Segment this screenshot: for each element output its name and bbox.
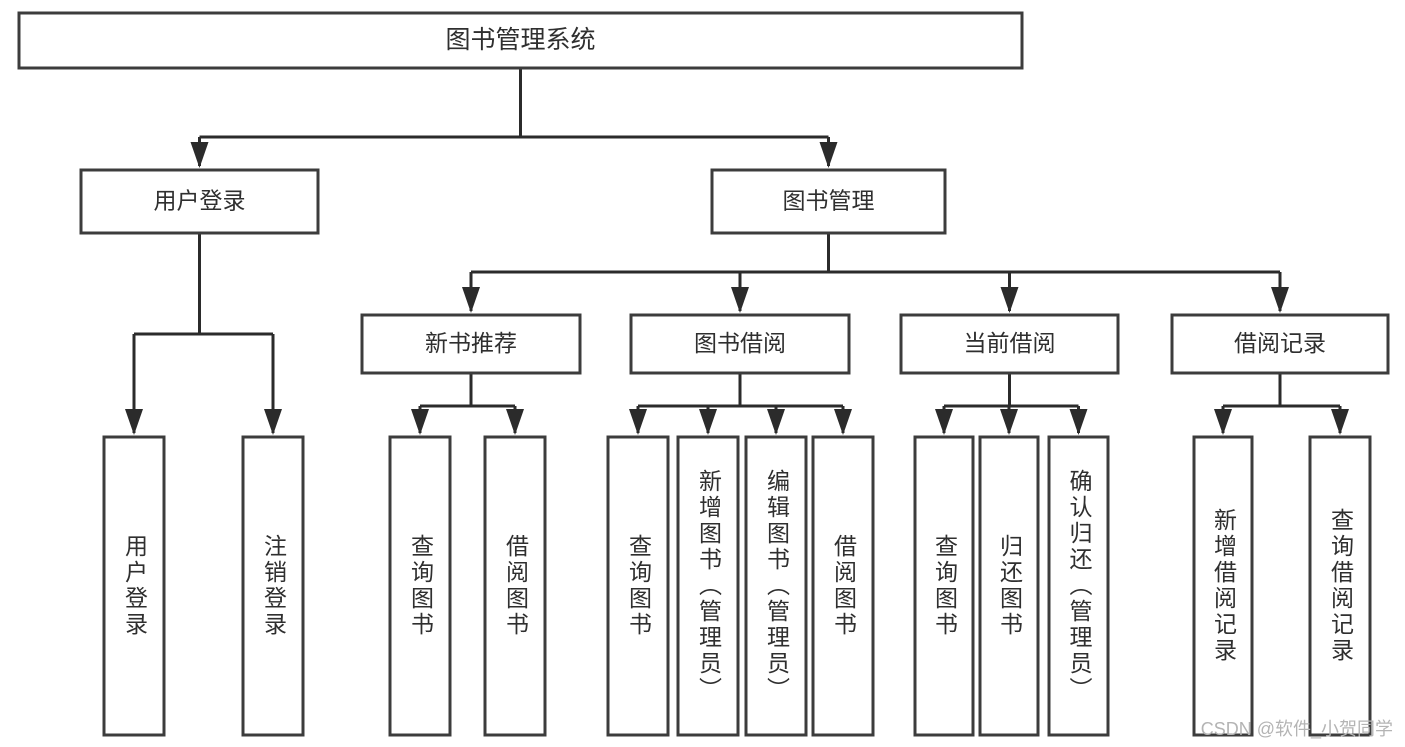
arrow-down-icon [1214,409,1232,435]
node-查询借阅记录[interactable]: 查询借阅记录 [1308,435,1372,737]
node-确认归还管理员-label: 确认归还（管理员） [1066,469,1092,703]
node-用户登录-label: 用户登录 [121,534,148,638]
node-查询借阅记录-label: 查询借阅记录 [1327,508,1354,664]
node-新增借阅记录-box[interactable] [1192,435,1254,737]
node-借阅图书-label-wrap: 借阅图书 [830,534,857,638]
node-借阅图书-box[interactable] [483,435,547,737]
arrow-down-icon [462,287,480,313]
node-确认归还管理员[interactable]: 确认归还（管理员） [1047,435,1110,737]
node-查询图书-label-wrap: 查询图书 [625,534,652,638]
node-图书管理-label: 图书管理 [783,188,875,214]
node-新增借阅记录-label: 新增借阅记录 [1210,508,1237,664]
node-图书管理系统-box[interactable] [17,11,1024,70]
arrow-down-icon [935,409,953,435]
node-查询图书[interactable]: 查询图书 [606,435,670,737]
node-当前借阅-box[interactable] [899,313,1120,375]
node-图书借阅-box[interactable] [629,313,851,375]
node-注销登录[interactable]: 注销登录 [241,435,305,737]
node-用户登录-box[interactable] [102,435,166,737]
arrow-down-icon [767,409,785,435]
node-图书管理系统[interactable]: 图书管理系统 [17,11,1024,70]
node-用户登录-label-wrap: 用户登录 [121,534,148,638]
node-编辑图书管理员-label-wrap: 编辑图书（管理员） [763,469,790,703]
node-新书推荐-box[interactable] [360,313,582,375]
node-注销登录-label-wrap: 注销登录 [260,534,287,638]
node-图书管理系统-label: 图书管理系统 [445,26,595,54]
node-归还图书-box[interactable] [978,435,1040,737]
arrow-down-icon [264,409,282,435]
arrow-down-icon [1000,287,1019,313]
node-layer: 图书管理系统用户登录图书管理新书推荐图书借阅当前借阅借阅记录用户登录注销登录查询… [17,11,1390,737]
node-新书推荐-label: 新书推荐 [425,330,517,356]
node-注销登录-label: 注销登录 [260,534,287,638]
node-查询图书-label-wrap: 查询图书 [931,534,958,638]
node-借阅记录[interactable]: 借阅记录 [1170,313,1390,375]
node-查询图书-label-wrap: 查询图书 [407,534,434,638]
node-归还图书-label: 归还图书 [996,534,1023,638]
node-归还图书-label-wrap: 归还图书 [996,534,1023,638]
node-当前借阅-label: 当前借阅 [964,330,1056,356]
node-查询图书[interactable]: 查询图书 [388,435,452,737]
arrow-down-icon [125,409,143,435]
arrow-down-icon [411,409,429,435]
node-查询图书-box[interactable] [388,435,452,737]
node-新增图书管理员-label-wrap: 新增图书（管理员） [695,469,722,703]
arrow-down-icon [1069,409,1088,435]
node-当前借阅[interactable]: 当前借阅 [899,313,1120,375]
node-借阅图书-label: 借阅图书 [830,534,857,638]
node-新书推荐[interactable]: 新书推荐 [360,313,582,375]
node-确认归还管理员-label-wrap: 确认归还（管理员） [1066,469,1092,703]
node-编辑图书管理员-box[interactable] [744,435,808,737]
arrow-down-icon [834,409,852,435]
node-查询借阅记录-box[interactable] [1308,435,1372,737]
node-新增借阅记录-label-wrap: 新增借阅记录 [1210,508,1237,664]
node-用户登录-label: 用户登录 [154,188,246,214]
node-查询图书-label: 查询图书 [931,534,958,638]
node-新增图书管理员-box[interactable] [676,435,740,737]
connector-layer [125,68,1349,435]
node-用户登录[interactable]: 用户登录 [79,168,320,235]
node-查询借阅记录-label-wrap: 查询借阅记录 [1327,508,1354,664]
node-归还图书[interactable]: 归还图书 [978,435,1040,737]
node-图书管理[interactable]: 图书管理 [710,168,947,235]
arrow-down-icon [731,287,749,313]
node-新增图书管理员[interactable]: 新增图书（管理员） [676,435,740,737]
node-查询图书-box[interactable] [913,435,975,737]
arrow-down-icon [819,142,838,168]
node-查询图书[interactable]: 查询图书 [913,435,975,737]
node-编辑图书管理员[interactable]: 编辑图书（管理员） [744,435,808,737]
node-图书管理-box[interactable] [710,168,947,235]
node-用户登录[interactable]: 用户登录 [102,435,166,737]
node-借阅图书[interactable]: 借阅图书 [811,435,875,737]
node-借阅记录-box[interactable] [1170,313,1390,375]
node-图书借阅[interactable]: 图书借阅 [629,313,851,375]
node-确认归还管理员-box[interactable] [1047,435,1110,737]
node-查询图书-box[interactable] [606,435,670,737]
node-借阅图书[interactable]: 借阅图书 [483,435,547,737]
arrow-down-icon [1331,409,1349,435]
arrow-down-icon [629,409,647,435]
node-注销登录-box[interactable] [241,435,305,737]
node-查询图书-label: 查询图书 [407,534,434,638]
arrow-down-icon [1000,409,1018,435]
arrow-down-icon [506,409,524,435]
node-借阅图书-label: 借阅图书 [502,534,529,638]
arrow-down-icon [699,409,717,435]
node-借阅图书-label-wrap: 借阅图书 [502,534,529,638]
node-新增借阅记录[interactable]: 新增借阅记录 [1192,435,1254,737]
node-编辑图书管理员-label: 编辑图书（管理员） [763,469,790,703]
node-新增图书管理员-label: 新增图书（管理员） [695,469,722,703]
node-借阅图书-box[interactable] [811,435,875,737]
node-查询图书-label: 查询图书 [625,534,652,638]
node-用户登录-box[interactable] [79,168,320,235]
arrow-down-icon [190,142,209,168]
arrow-down-icon [1271,287,1289,313]
node-借阅记录-label: 借阅记录 [1234,330,1326,356]
node-图书借阅-label: 图书借阅 [694,330,786,356]
